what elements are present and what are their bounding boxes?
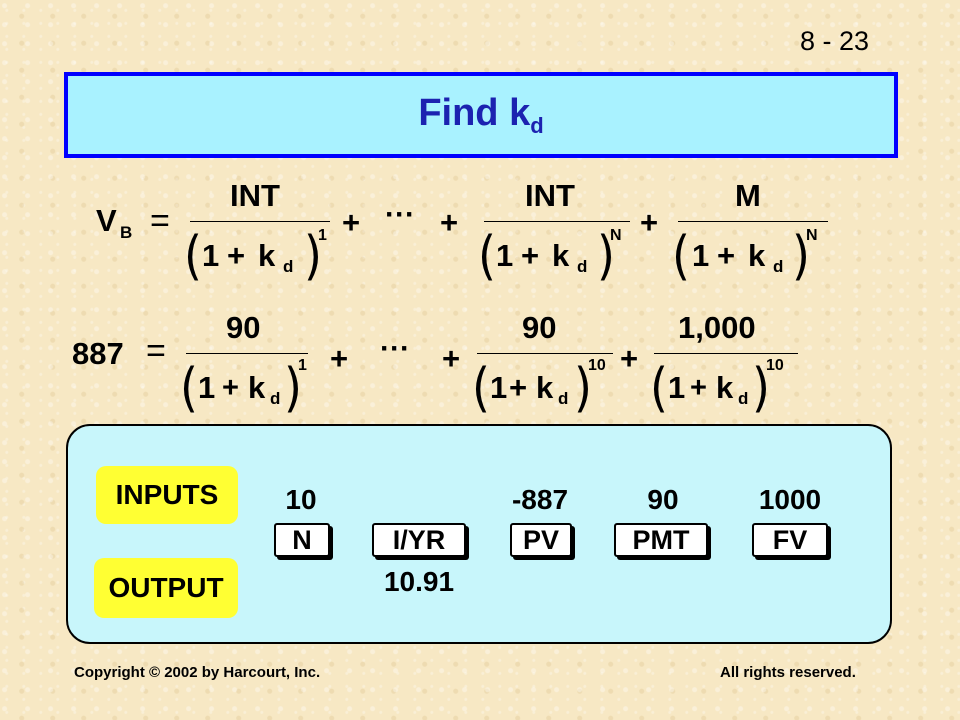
eq2-term1-numerator: 90: [226, 310, 261, 345]
eq2-term2-bar: [477, 353, 613, 354]
eq2-term1-open-paren: (: [180, 355, 198, 419]
eq1-term1-one: 1: [202, 238, 220, 273]
eq1-lhs-subscript: B: [120, 223, 133, 242]
eq1-term1-open-paren: (: [184, 223, 202, 287]
eq2-term3-plus: +: [690, 372, 707, 404]
eq2-term2-one: 1: [490, 370, 508, 405]
eq2-term1-close-paren: ): [284, 355, 302, 419]
eq2-ellipsis: ···: [380, 332, 410, 365]
eq1-term3-bar: [678, 221, 828, 222]
eq1-term1-exponent: 1: [318, 227, 327, 244]
eq1-term2-bar: [484, 221, 630, 222]
eq1-term2-close-paren: ): [597, 223, 615, 287]
eq2-term2-numerator: 90: [522, 310, 557, 345]
eq1-term2-open-paren: (: [478, 223, 496, 287]
slide-title: Find kd: [418, 92, 543, 139]
key-fv[interactable]: FV: [752, 523, 828, 557]
eq1-plus-2: +: [440, 205, 459, 240]
eq1-plus-3: +: [640, 205, 659, 240]
eq1-term1-bar: [190, 221, 330, 222]
eq2-term1-bar: [186, 353, 308, 354]
output-value-i-yr: 10.91: [383, 566, 455, 597]
eq2-equals: =: [146, 332, 166, 370]
eq2-term3-k-subscript: d: [738, 389, 749, 408]
eq1-term3-open-paren: (: [672, 223, 690, 287]
eq2-plus-3: +: [620, 341, 639, 376]
eq2-term1-plus: +: [222, 372, 239, 404]
eq2-term2-open-paren: (: [472, 355, 490, 419]
footer-copyright: Copyright © 2002 by Harcourt, Inc.: [74, 664, 321, 681]
eq1-ellipsis: ···: [385, 198, 415, 231]
key-pmt[interactable]: PMT: [614, 523, 708, 557]
eq1-term3-numerator: M: [735, 178, 761, 213]
eq1-lhs-symbol: V: [96, 203, 117, 238]
key-pv[interactable]: PV: [510, 523, 572, 557]
eq1-term3-exponent: N: [806, 227, 818, 244]
eq2-term3-bar: [654, 353, 798, 354]
input-value-n: 10: [285, 484, 317, 515]
inputs-badge: INPUTS: [96, 466, 238, 524]
eq1-term3-plus: +: [717, 238, 736, 273]
eq1-term2-k-subscript: d: [577, 257, 588, 276]
eq1-term2-k: k: [552, 238, 570, 273]
title-main: Find k: [418, 91, 531, 134]
footer-rights: All rights reserved.: [720, 664, 856, 681]
eq1-term1-numerator: INT: [230, 178, 280, 213]
eq2-term2-plus: +: [509, 370, 528, 405]
eq1-plus-1: +: [342, 205, 361, 240]
eq2-term2-exponent: 10: [588, 357, 606, 374]
eq1-term1-plus: +: [227, 238, 246, 273]
title-subscript: d: [530, 112, 544, 138]
eq2-term2-close-paren: ): [574, 355, 592, 419]
eq2-plus-1: +: [330, 341, 349, 376]
eq1-equals: =: [150, 202, 170, 240]
eq2-term1-k: k: [248, 370, 266, 405]
slide-number: 8 - 23: [800, 26, 870, 56]
eq2-lhs-value: 887: [72, 336, 124, 371]
title-box: Find kd: [64, 72, 898, 158]
eq1-term2-plus: +: [521, 238, 540, 273]
eq1-term3-k-subscript: d: [773, 257, 784, 276]
eq1-term2-numerator: INT: [525, 178, 575, 213]
key-n[interactable]: N: [274, 523, 330, 557]
eq2-term3-open-paren: (: [650, 355, 668, 419]
eq2-term1-exponent: 1: [298, 357, 307, 374]
input-value-fv: 1000: [758, 484, 822, 515]
eq2-plus-2: +: [442, 341, 461, 376]
eq2-term3-close-paren: ): [752, 355, 770, 419]
input-value-pmt: 90: [647, 484, 679, 515]
eq2-term3-k: k: [716, 370, 734, 405]
eq2-term3-numerator: 1,000: [678, 310, 756, 345]
eq1-term2-one: 1: [496, 238, 514, 273]
eq1-term1-k: k: [258, 238, 276, 273]
eq1-term3-one: 1: [692, 238, 710, 273]
eq1-term2-exponent: N: [610, 227, 622, 244]
eq2-term3-one: 1: [668, 370, 686, 405]
eq2-term2-k-subscript: d: [558, 389, 569, 408]
eq2-term2-k: k: [536, 370, 554, 405]
eq1-term1-k-subscript: d: [283, 257, 294, 276]
key-i-yr[interactable]: I/YR: [372, 523, 466, 557]
eq1-term3-k: k: [748, 238, 766, 273]
eq2-term3-exponent: 10: [766, 357, 784, 374]
input-value-pv: -887: [511, 484, 569, 515]
output-badge: OUTPUT: [94, 558, 238, 618]
eq2-term1-one: 1: [198, 370, 216, 405]
eq1-term1-close-paren: ): [304, 223, 322, 287]
eq2-term1-k-subscript: d: [270, 389, 281, 408]
eq1-term3-close-paren: ): [792, 223, 810, 287]
